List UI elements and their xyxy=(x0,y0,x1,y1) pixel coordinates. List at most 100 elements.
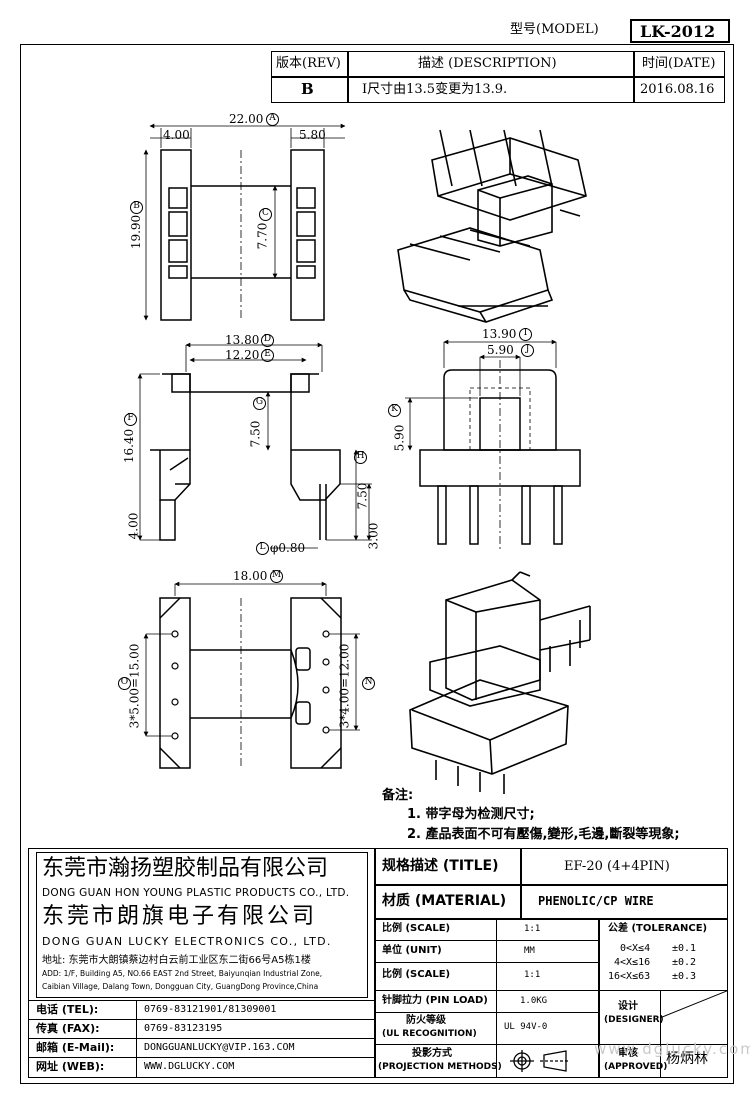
web-label: 网址 (WEB): xyxy=(36,1060,105,1073)
company-box xyxy=(36,852,368,998)
ul-value: UL 94V-0 xyxy=(504,1022,548,1032)
tol-value-2: ±0.2 xyxy=(672,957,697,968)
dim-mid-width-inner: 12.20 xyxy=(225,348,260,362)
tol-range-3: 16<X≤63 xyxy=(608,971,651,982)
mail-value[interactable]: DONGGUANLUCKY@VIP.163.COM xyxy=(144,1042,295,1053)
tel-value: 0769-83121901/81309001 xyxy=(144,1004,277,1015)
tb-v-main xyxy=(374,848,376,1078)
dim-front-width: 13.90 xyxy=(482,327,517,341)
company-addr-en2: Caibian Village, Dalang Town, Dongguan C… xyxy=(42,982,319,991)
spec-line-6 xyxy=(374,1012,598,1013)
watermark: www.dglucky.com xyxy=(594,1040,750,1058)
rev-value: B xyxy=(301,80,314,98)
scale-value: 1:1 xyxy=(524,924,541,934)
iso-view-top xyxy=(397,129,587,323)
ul-label-1: 防火等级 xyxy=(406,1015,446,1026)
approved-label-2: (APPROVED) xyxy=(604,1062,668,1072)
marker-a: A xyxy=(266,113,279,126)
title-label: 规格描述 (TITLE) xyxy=(382,858,499,874)
spec-divider-v2 xyxy=(598,918,600,1078)
dim-mid-right-h: 7.50 xyxy=(355,482,370,510)
fax-label: 传真 (FAX): xyxy=(36,1022,100,1035)
spec-line-3 xyxy=(374,940,598,941)
web-value[interactable]: WWW.DGLUCKY.COM xyxy=(144,1061,235,1072)
spec-divider-v3 xyxy=(660,990,661,1078)
unit-label: 单位 (UNIT) xyxy=(382,945,442,956)
contact-divider xyxy=(136,1000,137,1078)
contact-row-line-2 xyxy=(28,1019,374,1020)
iso-view-bottom xyxy=(409,571,591,794)
rev-divider-h xyxy=(271,76,725,78)
tol-range-2: 4<X≤16 xyxy=(614,957,651,968)
marker-g: G xyxy=(253,397,266,410)
technical-drawing xyxy=(137,123,591,794)
pin-load-label: 针脚拉力 (PIN LOAD) xyxy=(382,995,488,1006)
desc-label: 描述 (DESCRIPTION) xyxy=(418,56,557,71)
spec-divider-v xyxy=(496,918,497,1078)
rev-divider-v2 xyxy=(633,51,635,103)
title-value: EF-20 (4+4PIN) xyxy=(564,859,670,874)
spec-line-4 xyxy=(374,962,598,963)
designer-label-1: 设计 xyxy=(618,1001,638,1012)
tolerance-label: 公差 (TOLERANCE) xyxy=(608,923,708,934)
rev-label: 版本(REV) xyxy=(276,56,341,71)
dim-bot-right: 3*4.00=12.00 xyxy=(337,643,352,729)
dim-top-right: 5.80 xyxy=(299,128,326,142)
proj-label-1: 投影方式 xyxy=(412,1048,452,1059)
dim-left-height: 19.90 xyxy=(129,214,144,250)
marker-i: I xyxy=(519,328,532,341)
contact-row-line-4 xyxy=(28,1057,374,1058)
dim-mid-inner-h: 7.50 xyxy=(248,420,263,448)
model-value: LK-2012 xyxy=(640,22,716,41)
mail-label: 邮箱 (E-Mail): xyxy=(36,1041,115,1054)
notes-line1: 1. 带字母为检测尺寸; xyxy=(407,807,535,822)
date-value: 2016.08.16 xyxy=(640,82,715,97)
projection-symbol-icon xyxy=(510,1050,570,1072)
spec-line-5 xyxy=(374,990,728,991)
dim-top-total: 22.00 xyxy=(229,112,264,126)
side-view xyxy=(150,373,341,541)
unit-value: MM xyxy=(524,946,535,956)
company-cn2: 东莞市朗旗电子有限公司 xyxy=(42,904,318,929)
contact-row-line-3 xyxy=(28,1038,374,1039)
material-label: 材质 (MATERIAL) xyxy=(382,893,507,909)
marker-d: D xyxy=(261,334,274,347)
approved-label-1: 审核 xyxy=(618,1048,638,1059)
company-addr-cn: 地址: 东莞市大朗镇蔡边村白云前工业区东二街66号A5栋1楼 xyxy=(42,955,311,966)
proj-label-2: (PROJECTION METHODS) xyxy=(378,1062,502,1072)
company-cn1: 东莞市瀚扬塑胶制品有限公司 xyxy=(42,856,329,881)
company-en1: DONG GUAN HON YOUNG PLASTIC PRODUCTS CO.… xyxy=(42,887,350,899)
rev-divider-v1 xyxy=(347,51,349,103)
title-block xyxy=(28,848,728,1078)
approver-name: 杨炳林 xyxy=(666,1051,708,1067)
marker-o: O xyxy=(118,677,131,690)
spec-divider-title xyxy=(520,848,522,918)
marker-c: C xyxy=(259,208,272,221)
marker-m: M xyxy=(270,570,283,583)
scale-label: 比例 (SCALE) xyxy=(382,923,451,934)
dim-top-left: 4.00 xyxy=(163,128,190,142)
tol-value-1: ±0.1 xyxy=(672,943,697,954)
spec-line-1 xyxy=(374,884,728,886)
dim-mid-height: 16.40 xyxy=(122,428,137,464)
marker-b: B xyxy=(130,201,143,214)
dim-bot-width: 18.00 xyxy=(233,569,268,583)
pin-load-value: 1.0KG xyxy=(520,996,548,1006)
drawing-frame xyxy=(20,44,734,1084)
tol-value-3: ±0.3 xyxy=(672,971,697,982)
dim-bot-left: 3*5.00=15.00 xyxy=(127,643,142,729)
tel-label: 电话 (TEL): xyxy=(36,1003,99,1016)
date-label: 时间(DATE) xyxy=(642,56,716,71)
dim-mid-bottom: 4.00 xyxy=(126,512,141,540)
marker-h: H xyxy=(354,451,367,464)
scale2-value: 1:1 xyxy=(524,970,541,980)
marker-e: E xyxy=(261,349,274,362)
spec-line-7 xyxy=(374,1044,728,1045)
company-en2: DONG GUAN LUCKY ELECTRONICS CO., LTD. xyxy=(42,935,332,948)
model-label: 型号(MODEL) xyxy=(510,22,599,37)
dim-pin-len: 3.00 xyxy=(366,522,381,550)
ul-label-2: (UL RECOGNITION) xyxy=(382,1029,477,1039)
desc-value: I尺寸由13.5变更为13.9. xyxy=(362,82,508,97)
company-addr-en1: ADD: 1/F, Building A5, NO.66 EAST 2nd St… xyxy=(42,969,323,978)
scale2-label: 比例 (SCALE) xyxy=(382,969,451,980)
